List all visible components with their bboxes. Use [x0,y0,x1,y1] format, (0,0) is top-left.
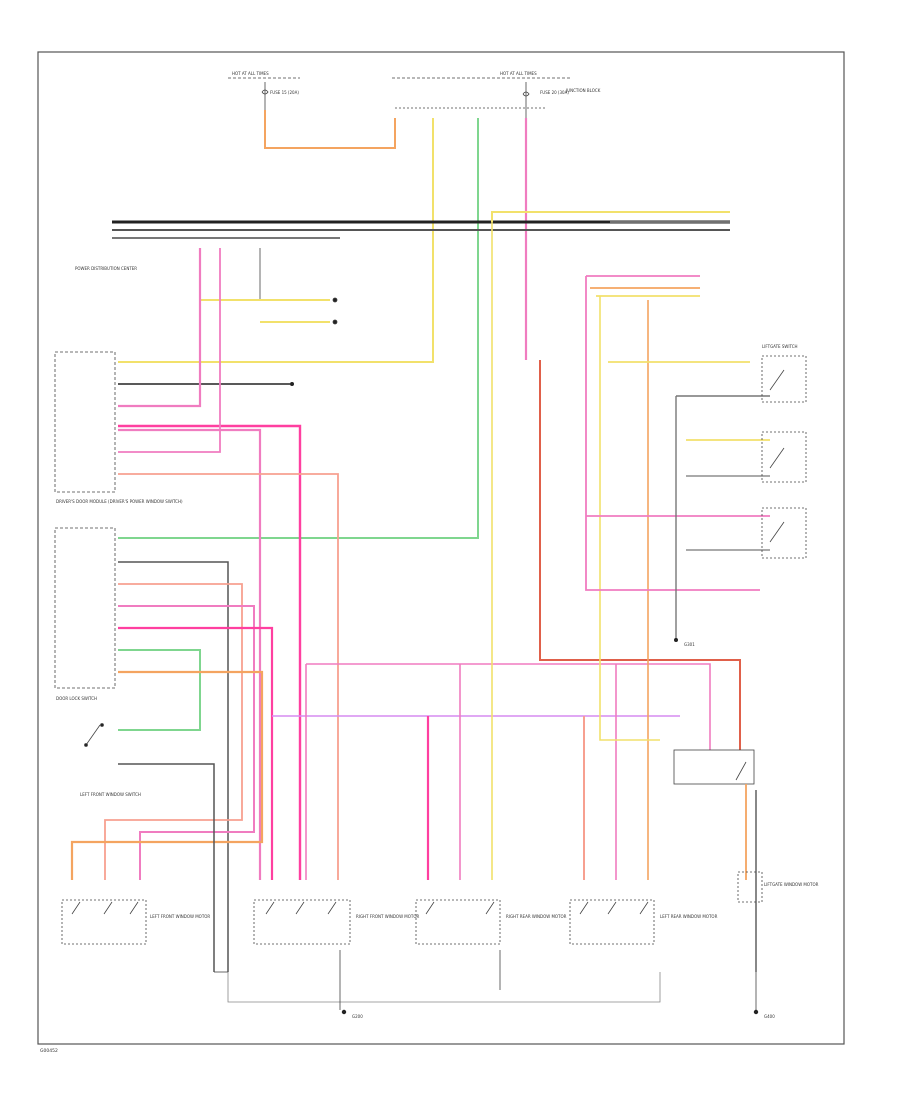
right-front-motor-label: RIGHT FRONT WINDOW MOTOR [356,914,419,919]
right-rear-motor-label: RIGHT REAR WINDOW MOTOR [506,914,567,919]
left-rear-motor-label: LEFT REAR WINDOW MOTOR [660,914,718,919]
liftgate-motor-label: LIFTGATE WINDOW MOTOR [764,882,819,887]
wire-orange-top [264,110,396,149]
wire-yellow-top [118,118,434,363]
door-lock-switch-label: DOOR LOCK SWITCH [56,696,97,701]
ground-markers [341,1009,759,1015]
left-front-motor-label: LEFT FRONT WINDOW MOTOR [150,914,210,919]
bus-lines [112,211,730,239]
ground-mark-right [674,638,678,642]
ground-label-a: G200 [352,1014,363,1019]
fuse-b-label: FUSE 20 (30A) [540,90,569,95]
fuse-a-label: FUSE 15 (20A) [270,90,299,95]
right-side-wires [585,275,770,640]
junction-block-label: JUNCTION BLOCK [565,88,601,93]
footer-code: G00452 [40,1048,58,1054]
liftgate-relay [673,749,763,972]
left-front-switch-symbol [84,723,104,747]
ground-label-c: G400 [764,1014,775,1019]
bottom-motors [61,899,757,1010]
wire-green-top [118,118,479,539]
ground-label-b: G301 [684,642,695,647]
wire-pink-feed [524,118,741,750]
hot-label-right: HOT AT ALL TIMES [500,71,537,76]
hot-label-left: HOT AT ALL TIMES [232,71,269,76]
driver-door-module-label: DRIVER'S DOOR MODULE (DRIVER'S POWER WIN… [56,499,183,504]
liftgate-switch-label: LIFTGATE SWITCH [762,344,798,349]
diagram-frame [37,51,845,1045]
power-dist-label: POWER DISTRIBUTION CENTER [75,266,137,271]
top-fuse-section: HOT AT ALL TIMES HOT AT ALL TIMES FUSE 1… [228,71,601,118]
liftgate-switch-symbols [761,355,807,559]
left-front-switch-label: LEFT FRONT WINDOW SWITCH [80,792,141,797]
driver-door-module: DRIVER'S DOOR MODULE (DRIVER'S POWER WIN… [54,351,183,701]
driver-module-wires [70,248,339,972]
